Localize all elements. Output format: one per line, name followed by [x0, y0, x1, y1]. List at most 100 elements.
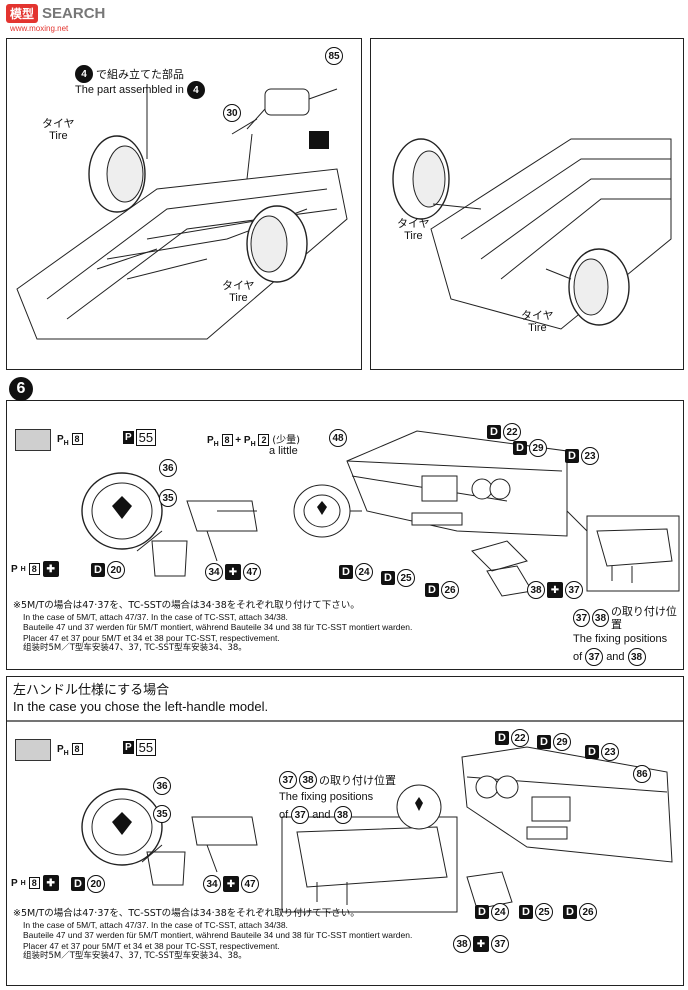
step-ref-badge: 4	[75, 65, 93, 83]
ph-code: PH 8	[57, 433, 83, 447]
fixing-ref-37-lh: 37	[291, 806, 310, 824]
assembled-part-jp: で組み立てた部品	[96, 67, 184, 81]
note-zh-lh: 组装时5M／T型车安装47、37, TC-SST型车安装34、38。	[23, 951, 247, 961]
ph-mix: PH 8 + PH 2 (少量)	[207, 434, 301, 448]
fixing-ref-37: 37	[585, 648, 604, 666]
note-de: Bauteile 47 und 37 werden für 5M/T monti…	[23, 622, 413, 632]
watermark: 模型 SEARCH	[6, 4, 105, 23]
part-37: 37	[565, 581, 583, 599]
color-swatch	[15, 429, 51, 451]
left-handle-title-jp: 左ハンドル仕様にする場合	[13, 683, 170, 698]
left-handle-title-en: In the case you chose the left-handle mo…	[13, 699, 269, 714]
tire-label-en-2: Tire	[229, 292, 248, 304]
cement-icon-lh: ✚	[42, 875, 59, 891]
tire-label-jp: タイヤ	[42, 117, 75, 130]
fixing-en-and-lh: and	[312, 808, 331, 821]
left-handle-notes: ※5M/Tの場合は47·37を、TC-SSTの場合は34·38をそれぞれ取り付け…	[13, 908, 443, 962]
part-30: 30	[223, 104, 241, 122]
color-swatch-lh	[15, 739, 51, 761]
chassis-drawing-right	[392, 138, 672, 330]
note-fr-lh: Placer 47 et 37 pour 5M/T et 34 et 38 po…	[23, 940, 280, 951]
step-6-drawing	[81, 430, 680, 597]
cement-icon-2: ✚	[225, 564, 241, 580]
cement-icon-3: ✚	[547, 582, 563, 598]
part-36-lh: 36	[153, 777, 171, 795]
part-47: 47	[243, 563, 261, 581]
note-fr: Placer 47 et 37 pour 5M/T et 34 et 38 po…	[23, 632, 280, 643]
left-handle-panel: 左ハンドル仕様にする場合 In the case you chose the l…	[6, 676, 684, 986]
tire-label-en-3: Tire	[404, 230, 423, 242]
fixing-part-37-lh: 37	[279, 771, 297, 789]
step-6-notes: ※5M/Tの場合は47·37を、TC-SSTの場合は34·38をそれぞれ取り付け…	[13, 600, 563, 654]
cement-icon: ✚	[42, 561, 59, 577]
part-86-lh: 86	[633, 765, 651, 783]
step-ref-badge-2: 4	[186, 81, 205, 99]
fixing-en-of: of	[573, 650, 583, 663]
cement-icon-3-lh: ✚	[473, 936, 489, 952]
fixing-en-of-lh: of	[279, 808, 289, 821]
tire-label-jp-3: タイヤ	[397, 217, 430, 230]
part-35-lh: 35	[153, 805, 171, 823]
fixing-part-38-lh: 38	[299, 771, 317, 789]
note-de-lh: Bauteile 47 und 37 werden für 5M/T monti…	[23, 930, 413, 940]
fixing-en-1-lh: The fixing positions	[279, 791, 374, 803]
part-36: 36	[159, 459, 177, 477]
chassis-drawing-left	[16, 84, 348, 340]
tire-label-jp-4: タイヤ	[521, 309, 554, 322]
assembled-part-en: The part assembled in	[75, 83, 184, 96]
watermark-logo: 模型	[6, 4, 39, 23]
part-38: 38	[527, 581, 545, 599]
note-en: In the case of 5M/T, attach 47/37. In th…	[23, 611, 288, 622]
step-6-badge: 6	[9, 377, 33, 401]
fixing-en-and: and	[606, 650, 625, 663]
ph-mix-note-en: a little	[269, 445, 298, 457]
note-en-lh: In the case of 5M/T, attach 47/37. In th…	[23, 919, 288, 930]
tire-label-en-4: Tire	[528, 322, 547, 334]
fixing-part-37: 37	[573, 609, 590, 627]
part-34: 34	[205, 563, 223, 581]
fixing-ref-38: 38	[627, 648, 646, 666]
fixing-en-1: The fixing positions	[573, 633, 668, 645]
fixing-ref-38-lh: 38	[333, 806, 352, 824]
ph-code-lh: PH 8	[57, 743, 83, 757]
tire-label-en: Tire	[49, 130, 68, 142]
watermark-name: SEARCH	[42, 5, 106, 22]
note-zh: 组装时5M／T型车安装47、37, TC-SST型车安装34、38。	[23, 643, 247, 653]
left-handle-drawing	[7, 720, 683, 913]
cement-icon-2-lh: ✚	[223, 876, 239, 892]
top-right-panel: タイヤ Tire タイヤ Tire	[370, 38, 684, 370]
part-34-lh: 34	[203, 875, 221, 893]
tire-label-jp-2: タイヤ	[222, 279, 255, 292]
note-jp: ※5M/Tの場合は47·37を、TC-SSTの場合は34·38をそれぞれ取り付け…	[13, 600, 360, 611]
watermark-url: www.moxing.net	[10, 24, 69, 33]
note-jp-lh: ※5M/Tの場合は47·37を、TC-SSTの場合は34·38をそれぞれ取り付け…	[13, 908, 360, 919]
fixing-part-38: 38	[591, 609, 609, 627]
top-left-panel: 4 で組み立てた部品 The part assembled in 4 85 30…	[6, 38, 362, 370]
part-47-lh: 47	[241, 875, 259, 893]
part-37-lh: 37	[491, 935, 509, 953]
part-38-lh: 38	[453, 935, 471, 953]
part-35: 35	[159, 489, 177, 507]
fixing-jp-lh: の取り付け位置	[319, 773, 396, 787]
part-48: 48	[329, 429, 347, 447]
fixing-jp: の取り付け位置	[610, 605, 677, 631]
